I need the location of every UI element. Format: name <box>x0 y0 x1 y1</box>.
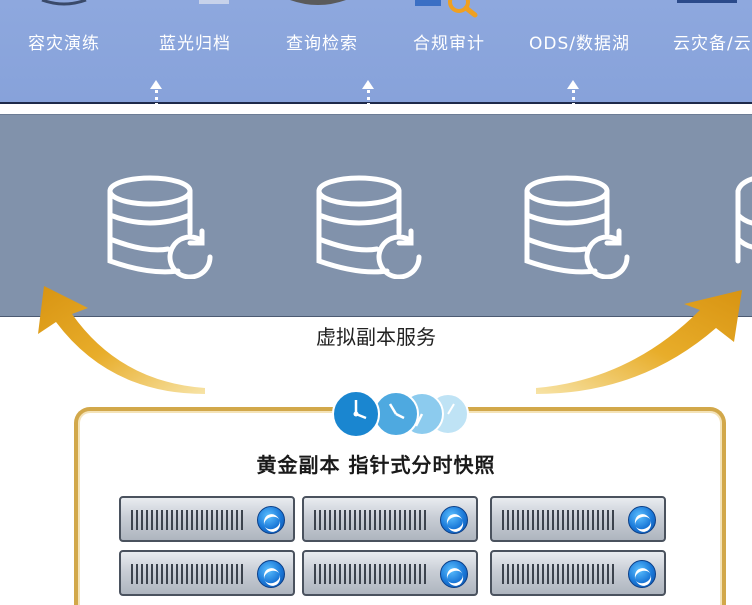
app-label-compliance-audit: 合规审计 <box>413 34 485 54</box>
clock-icon <box>332 390 469 438</box>
replica-band <box>0 114 752 317</box>
server-rack-icon <box>119 496 295 542</box>
server-rack-icon <box>490 496 666 542</box>
app-label-bluray-archive: 蓝光归档 <box>159 34 231 54</box>
database-refresh-icon <box>524 175 630 279</box>
arrow-up-1 <box>150 80 162 89</box>
server-rack-icon <box>302 496 478 542</box>
magnifier-audit-icon <box>415 0 478 18</box>
server-rack-icon <box>490 550 666 596</box>
search-icon <box>290 0 346 5</box>
server-rack-icon <box>119 550 295 596</box>
gold-arrow-right <box>536 290 742 394</box>
app-label-dr-drill: 容灾演练 <box>28 34 100 54</box>
gold-arrow-left <box>38 286 205 394</box>
disc-archive-icon <box>199 0 229 4</box>
database-refresh-icon <box>735 176 752 264</box>
arrow-up-3 <box>567 80 579 89</box>
drill-icon <box>41 0 87 6</box>
app-label-ods-datalake: ODS/数据湖 <box>529 34 630 54</box>
replica-service-label: 虚拟副本服务 <box>316 325 436 349</box>
golden-copy-title: 黄金副本 指针式分时快照 <box>256 453 496 477</box>
database-refresh-icon <box>107 175 213 279</box>
app-label-query-search: 查询检索 <box>286 34 358 54</box>
arrow-up-2 <box>362 80 374 89</box>
app-label-dr-backup: 云灾备/云 <box>673 34 752 54</box>
application-band: 容灾演练 蓝光归档 查询检索 合规审计 ODS/数据湖 云灾备/云 <box>0 0 752 104</box>
cloud-backup-icon <box>677 0 737 3</box>
server-rack-icon <box>302 550 478 596</box>
gold-arrows <box>38 286 742 394</box>
database-refresh-icon <box>316 175 422 279</box>
